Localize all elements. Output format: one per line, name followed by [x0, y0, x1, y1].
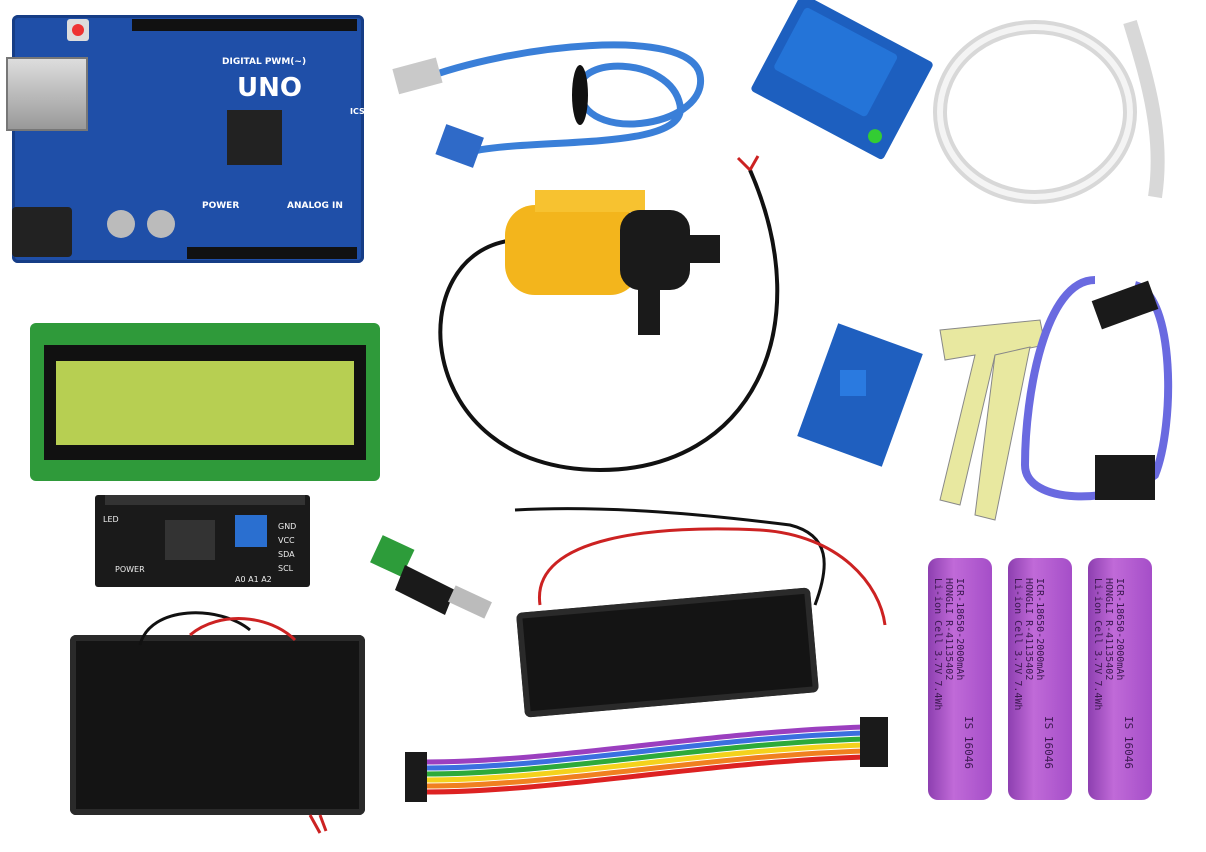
pin-label: SDA: [278, 550, 295, 559]
holder-wires: [514, 507, 887, 626]
capacitor: [107, 210, 135, 238]
power-label: POWER: [202, 201, 240, 211]
reset-button: [67, 19, 89, 41]
water-pump: [438, 155, 780, 473]
battery-standard: IS 16046: [962, 716, 975, 769]
dc-power-jack: [12, 207, 72, 257]
icsp-label: ICSP: [350, 107, 371, 116]
digital-label: DIGITAL PWM(~): [222, 57, 307, 67]
contrast-potentiometer: [235, 515, 267, 547]
pin-label: VCC: [278, 536, 295, 545]
i2c-lcd-adapter: LED POWER A0 A1 A2 GND VCC SDA SCL: [95, 495, 310, 587]
lcd-screen: [56, 361, 354, 445]
lcd-16x2-display: [30, 323, 380, 481]
analog-header: [187, 247, 357, 259]
microcontroller-chip: [227, 110, 282, 165]
usb-b-port: [6, 57, 88, 131]
address-label: A0 A1 A2: [235, 575, 272, 584]
digital-header: [132, 19, 357, 31]
pin-label: SCL: [278, 564, 294, 573]
soil-moisture-sensor-kit: [797, 276, 1173, 521]
led-label: LED: [103, 515, 119, 524]
pin-label: GND: [278, 522, 297, 531]
battery-standard: IS 16046: [1042, 716, 1055, 769]
power-label: POWER: [115, 565, 145, 574]
board-model: UNO: [237, 73, 302, 103]
pin-header: [105, 495, 305, 505]
holder-wires: [138, 611, 328, 834]
silicone-tube: [933, 19, 1165, 204]
analog-label: ANALOG IN: [287, 201, 343, 211]
usb-cable: [392, 41, 704, 168]
dual-18650-battery-holder: [70, 635, 365, 815]
ic-chip: [165, 520, 215, 560]
battery-standard: IS 16046: [1122, 716, 1135, 769]
arduino-uno-board: UNO DIGITAL PWM(~) POWER ANALOG IN ICSP: [6, 15, 371, 263]
jumper-wire-ribbon: [405, 717, 888, 802]
lcd-bezel: [44, 345, 366, 460]
capacitor: [147, 210, 175, 238]
dc-jack-adapter: [370, 535, 492, 619]
